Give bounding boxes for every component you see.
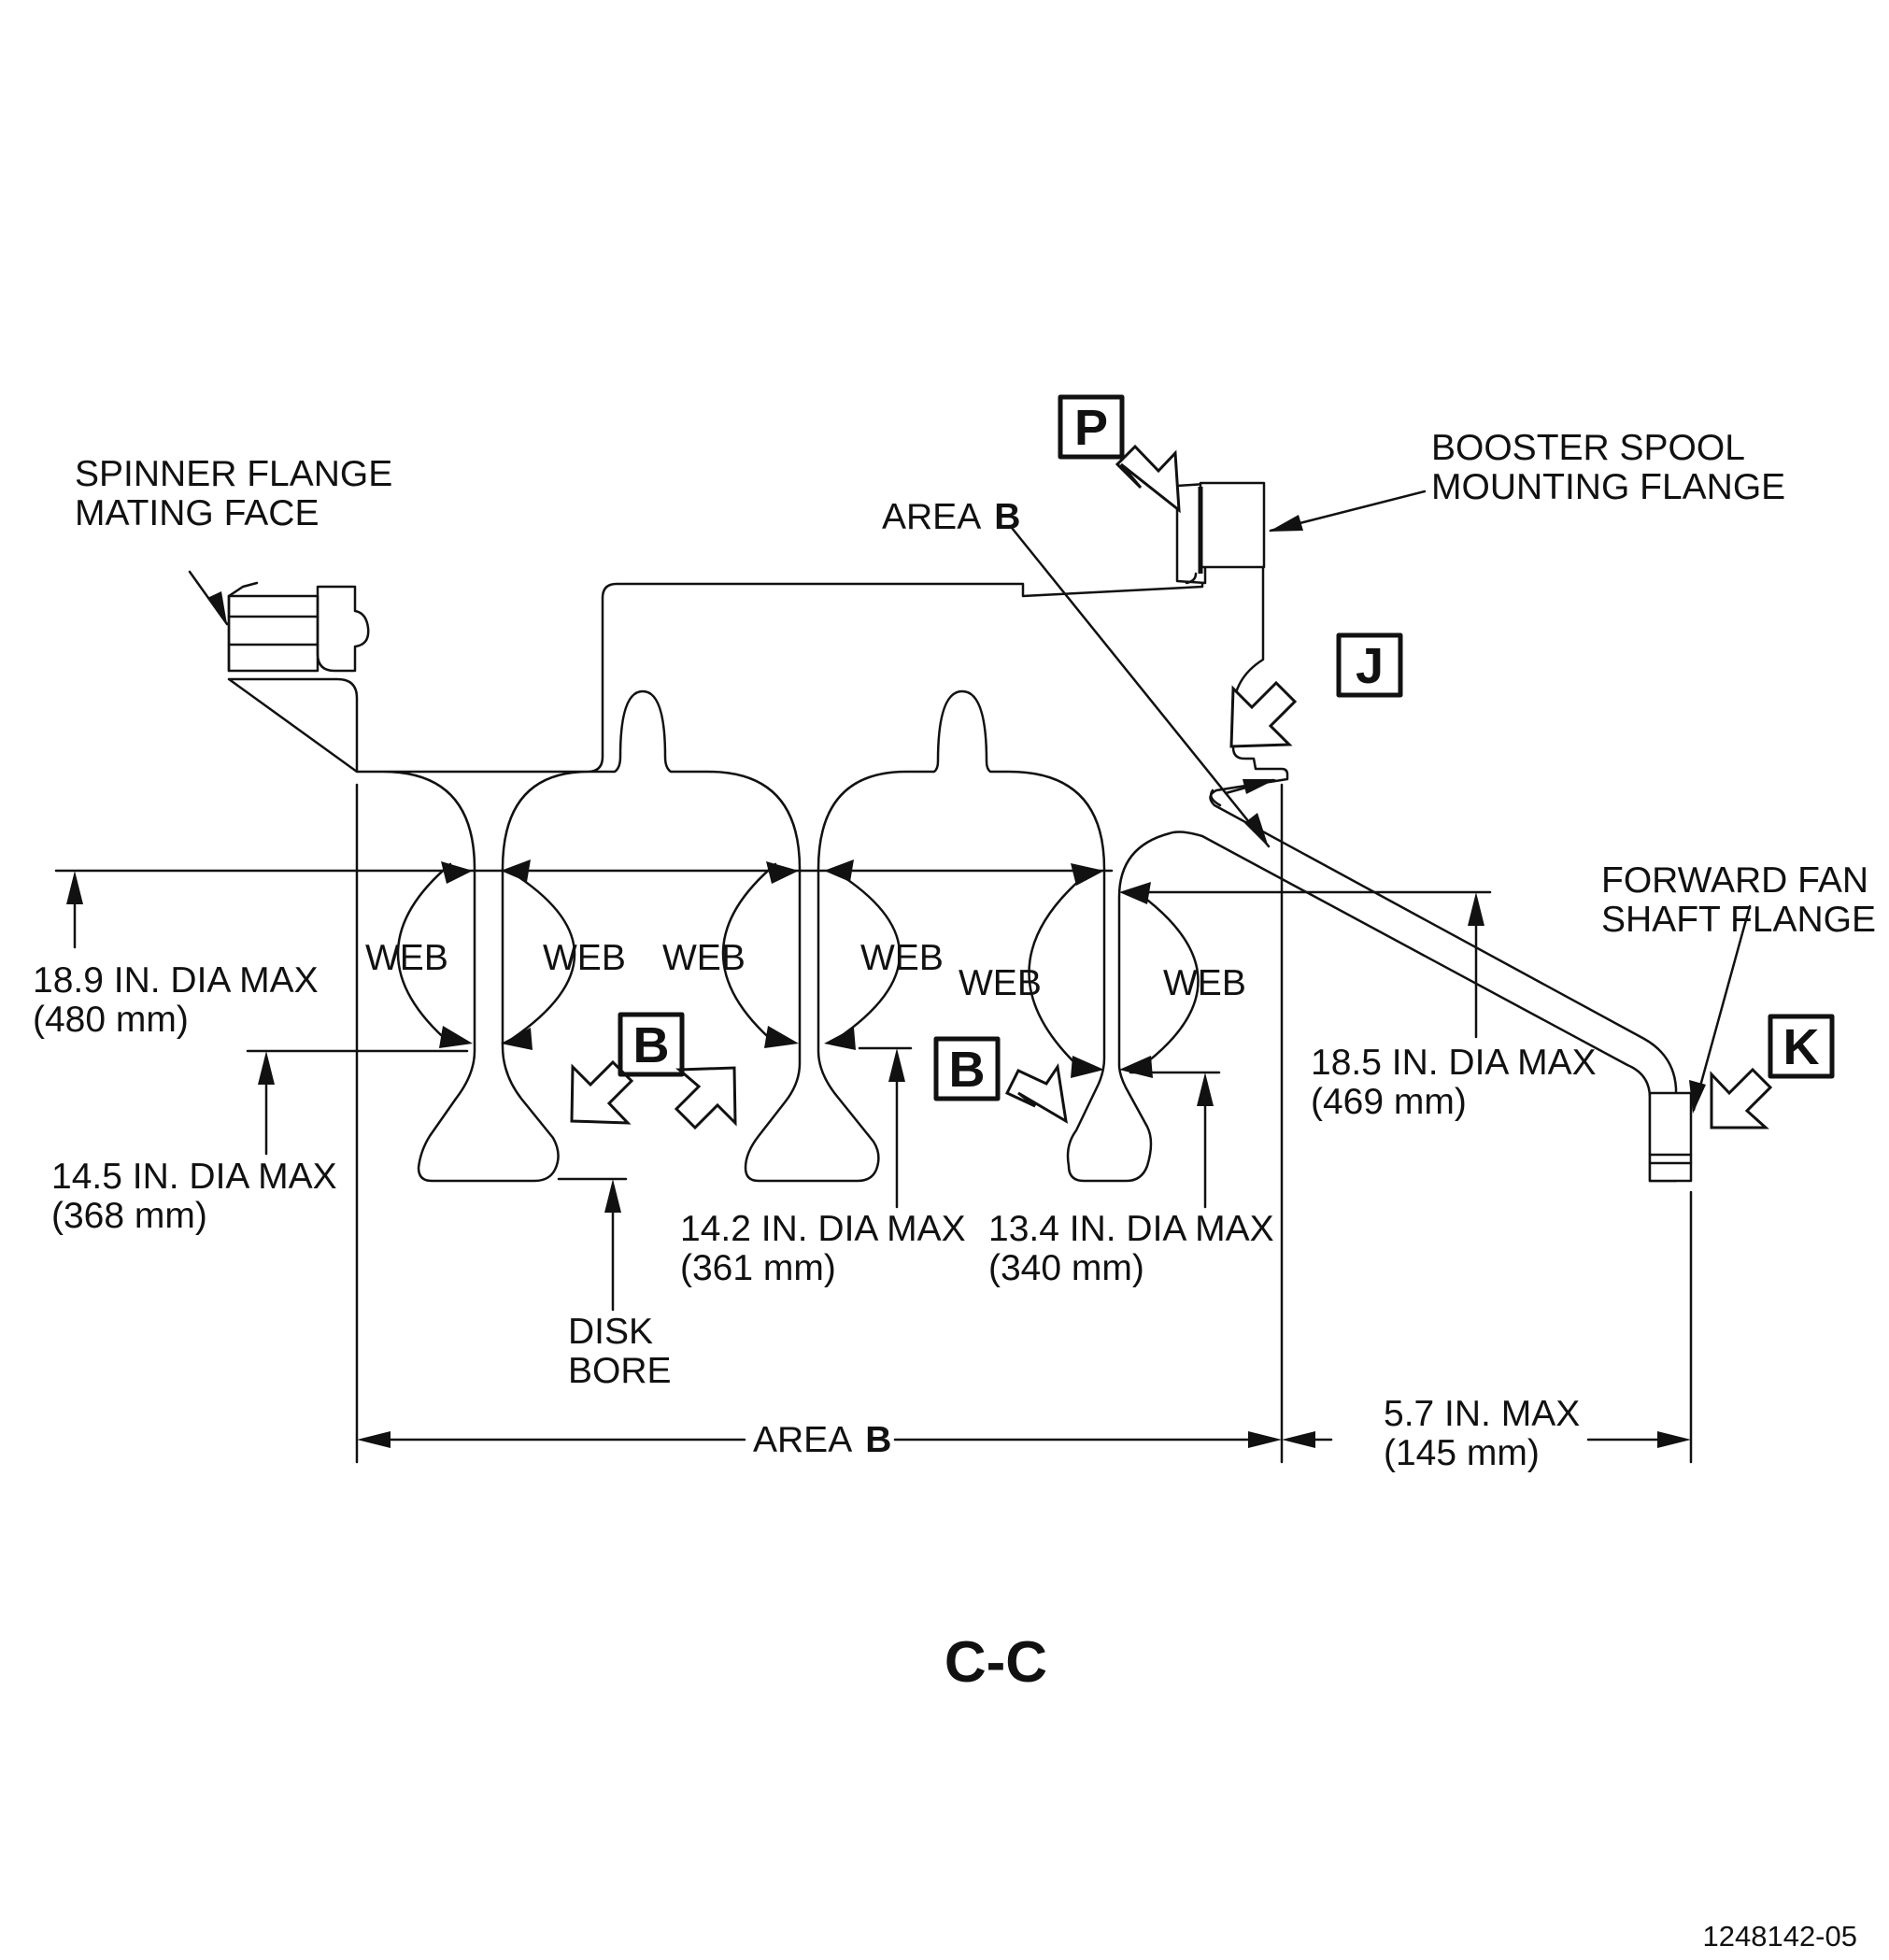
view-tag-b-box-2: [933, 1036, 1001, 1101]
view-tag-j: J: [1356, 638, 1384, 694]
cone-lip: [1210, 788, 1222, 807]
view-title: C-C: [944, 1630, 1047, 1695]
web-arc: [1138, 892, 1200, 1070]
view-k-arrow: [1710, 1067, 1773, 1129]
view-tag-b: B: [949, 1042, 986, 1098]
view-tag-b: B: [633, 1017, 670, 1073]
area-b-callout: AREA B: [882, 497, 1020, 537]
web-label: WEB: [959, 963, 1042, 1003]
arrowhead: [66, 871, 83, 904]
dim-18-5-in: 18.5 IN. DIA MAX: [1311, 1043, 1597, 1083]
arrowhead: [1119, 882, 1151, 904]
dim-14-5-in: 14.5 IN. DIA MAX: [51, 1157, 337, 1197]
view-tag-p: P: [1074, 400, 1108, 456]
arrowhead: [441, 861, 473, 884]
web-label: WEB: [860, 938, 944, 978]
booster-spool-label-line2: MOUNTING FLANGE: [1431, 467, 1785, 507]
view-b-arrow-2: [674, 1066, 737, 1130]
arrowhead: [207, 591, 227, 624]
dim-18-9-mm: (480 mm): [33, 1000, 189, 1040]
dimension-labels: 18.9 IN. DIA MAX (480 mm) 14.5 IN. DIA M…: [33, 960, 1597, 1473]
view-tag-k: K: [1783, 1019, 1820, 1075]
callout-labels: SPINNER FLANGE MATING FACE BOOSTER SPOOL…: [75, 428, 1876, 1460]
arrowhead: [604, 1179, 621, 1213]
arrowhead: [1282, 1431, 1315, 1448]
spinner-chamfer: [227, 581, 259, 598]
web-arc: [835, 871, 902, 1041]
arrowhead: [1119, 1056, 1153, 1078]
booster-flange-fillet: [1185, 572, 1198, 585]
arrowheads: [66, 515, 1706, 1448]
dim-14-2-mm: (361 mm): [680, 1248, 836, 1288]
view-tag-k-box: [1768, 1014, 1835, 1079]
dim-5-7-mm: (145 mm): [1384, 1433, 1540, 1473]
view-p-arrow: [1115, 444, 1181, 514]
spinner-flange-label-line2: MATING FACE: [75, 493, 319, 533]
arrowhead: [1689, 1080, 1706, 1114]
arrowhead: [501, 859, 531, 882]
dim-13-4-mm: (340 mm): [988, 1248, 1144, 1288]
arrowhead: [1657, 1431, 1691, 1448]
arrowhead: [766, 861, 799, 884]
arrowhead: [764, 1026, 799, 1048]
arrowhead: [1244, 813, 1269, 847]
booster-spool-label-line1: BOOSTER SPOOL: [1431, 428, 1745, 468]
web-label: WEB: [543, 938, 626, 978]
arrowhead: [1269, 515, 1303, 532]
web-arc: [1028, 876, 1084, 1072]
view-b-arrow-3: [1004, 1062, 1068, 1124]
forward-fan-label-line1: FORWARD FAN: [1601, 860, 1868, 901]
arrowhead: [357, 1431, 391, 1448]
web-label: WEB: [365, 938, 448, 978]
forward-fan-flange: [1648, 1091, 1693, 1183]
arrowhead: [1243, 779, 1276, 794]
arrowhead: [439, 1026, 473, 1048]
spool-body: [227, 486, 1678, 1183]
dim-13-4-in: 13.4 IN. DIA MAX: [988, 1209, 1274, 1249]
view-tags: P J K B B: [618, 394, 1835, 1101]
spool-outline: [227, 481, 1693, 1183]
dim-18-5-mm: (469 mm): [1311, 1082, 1467, 1122]
view-tag-j-box: [1336, 632, 1403, 698]
area-b-dimension-label: AREA B: [753, 1420, 891, 1460]
dim-14-2-in: 14.2 IN. DIA MAX: [680, 1209, 966, 1249]
dim-5-7-in: 5.7 IN. MAX: [1384, 1394, 1580, 1434]
fan-flange-leader: [1692, 904, 1752, 1112]
booster-flange-face: [1199, 481, 1266, 569]
arrowhead: [1071, 1056, 1104, 1078]
web-label: WEB: [662, 938, 746, 978]
dim-14-5-mm: (368 mm): [51, 1196, 207, 1236]
view-b-arrow-1: [570, 1059, 634, 1125]
disk-bore-label-line1: DISK: [568, 1312, 653, 1352]
forward-fan-label-line2: SHAFT FLANGE: [1601, 900, 1876, 940]
arrowhead: [501, 1028, 533, 1050]
arrowhead: [1071, 863, 1104, 886]
view-tag-b-box-1: [618, 1012, 685, 1077]
arrowhead: [824, 859, 854, 882]
arrowhead: [258, 1051, 275, 1085]
web-arc: [721, 862, 777, 1045]
spinner-flange-block: [227, 594, 320, 673]
view-tag-p-box: [1058, 394, 1125, 460]
arrowhead: [1197, 1072, 1214, 1106]
web-arc: [396, 862, 452, 1045]
view-j-arrow: [1229, 680, 1298, 748]
arrowhead: [1248, 1431, 1282, 1448]
arrowhead: [824, 1028, 856, 1050]
web-arc: [510, 871, 576, 1041]
web-label: WEB: [1163, 963, 1246, 1003]
figure-number: 1248142-05: [1703, 1920, 1858, 1953]
arrowhead: [888, 1048, 905, 1082]
dim-18-9-in: 18.9 IN. DIA MAX: [33, 960, 319, 1001]
bolt-head: [316, 585, 370, 673]
spinner-flange-label-line1: SPINNER FLANGE: [75, 454, 392, 494]
view-arrows: [570, 444, 1773, 1130]
arrowhead: [1468, 892, 1484, 926]
disk-bore-label-line2: BORE: [568, 1351, 672, 1391]
